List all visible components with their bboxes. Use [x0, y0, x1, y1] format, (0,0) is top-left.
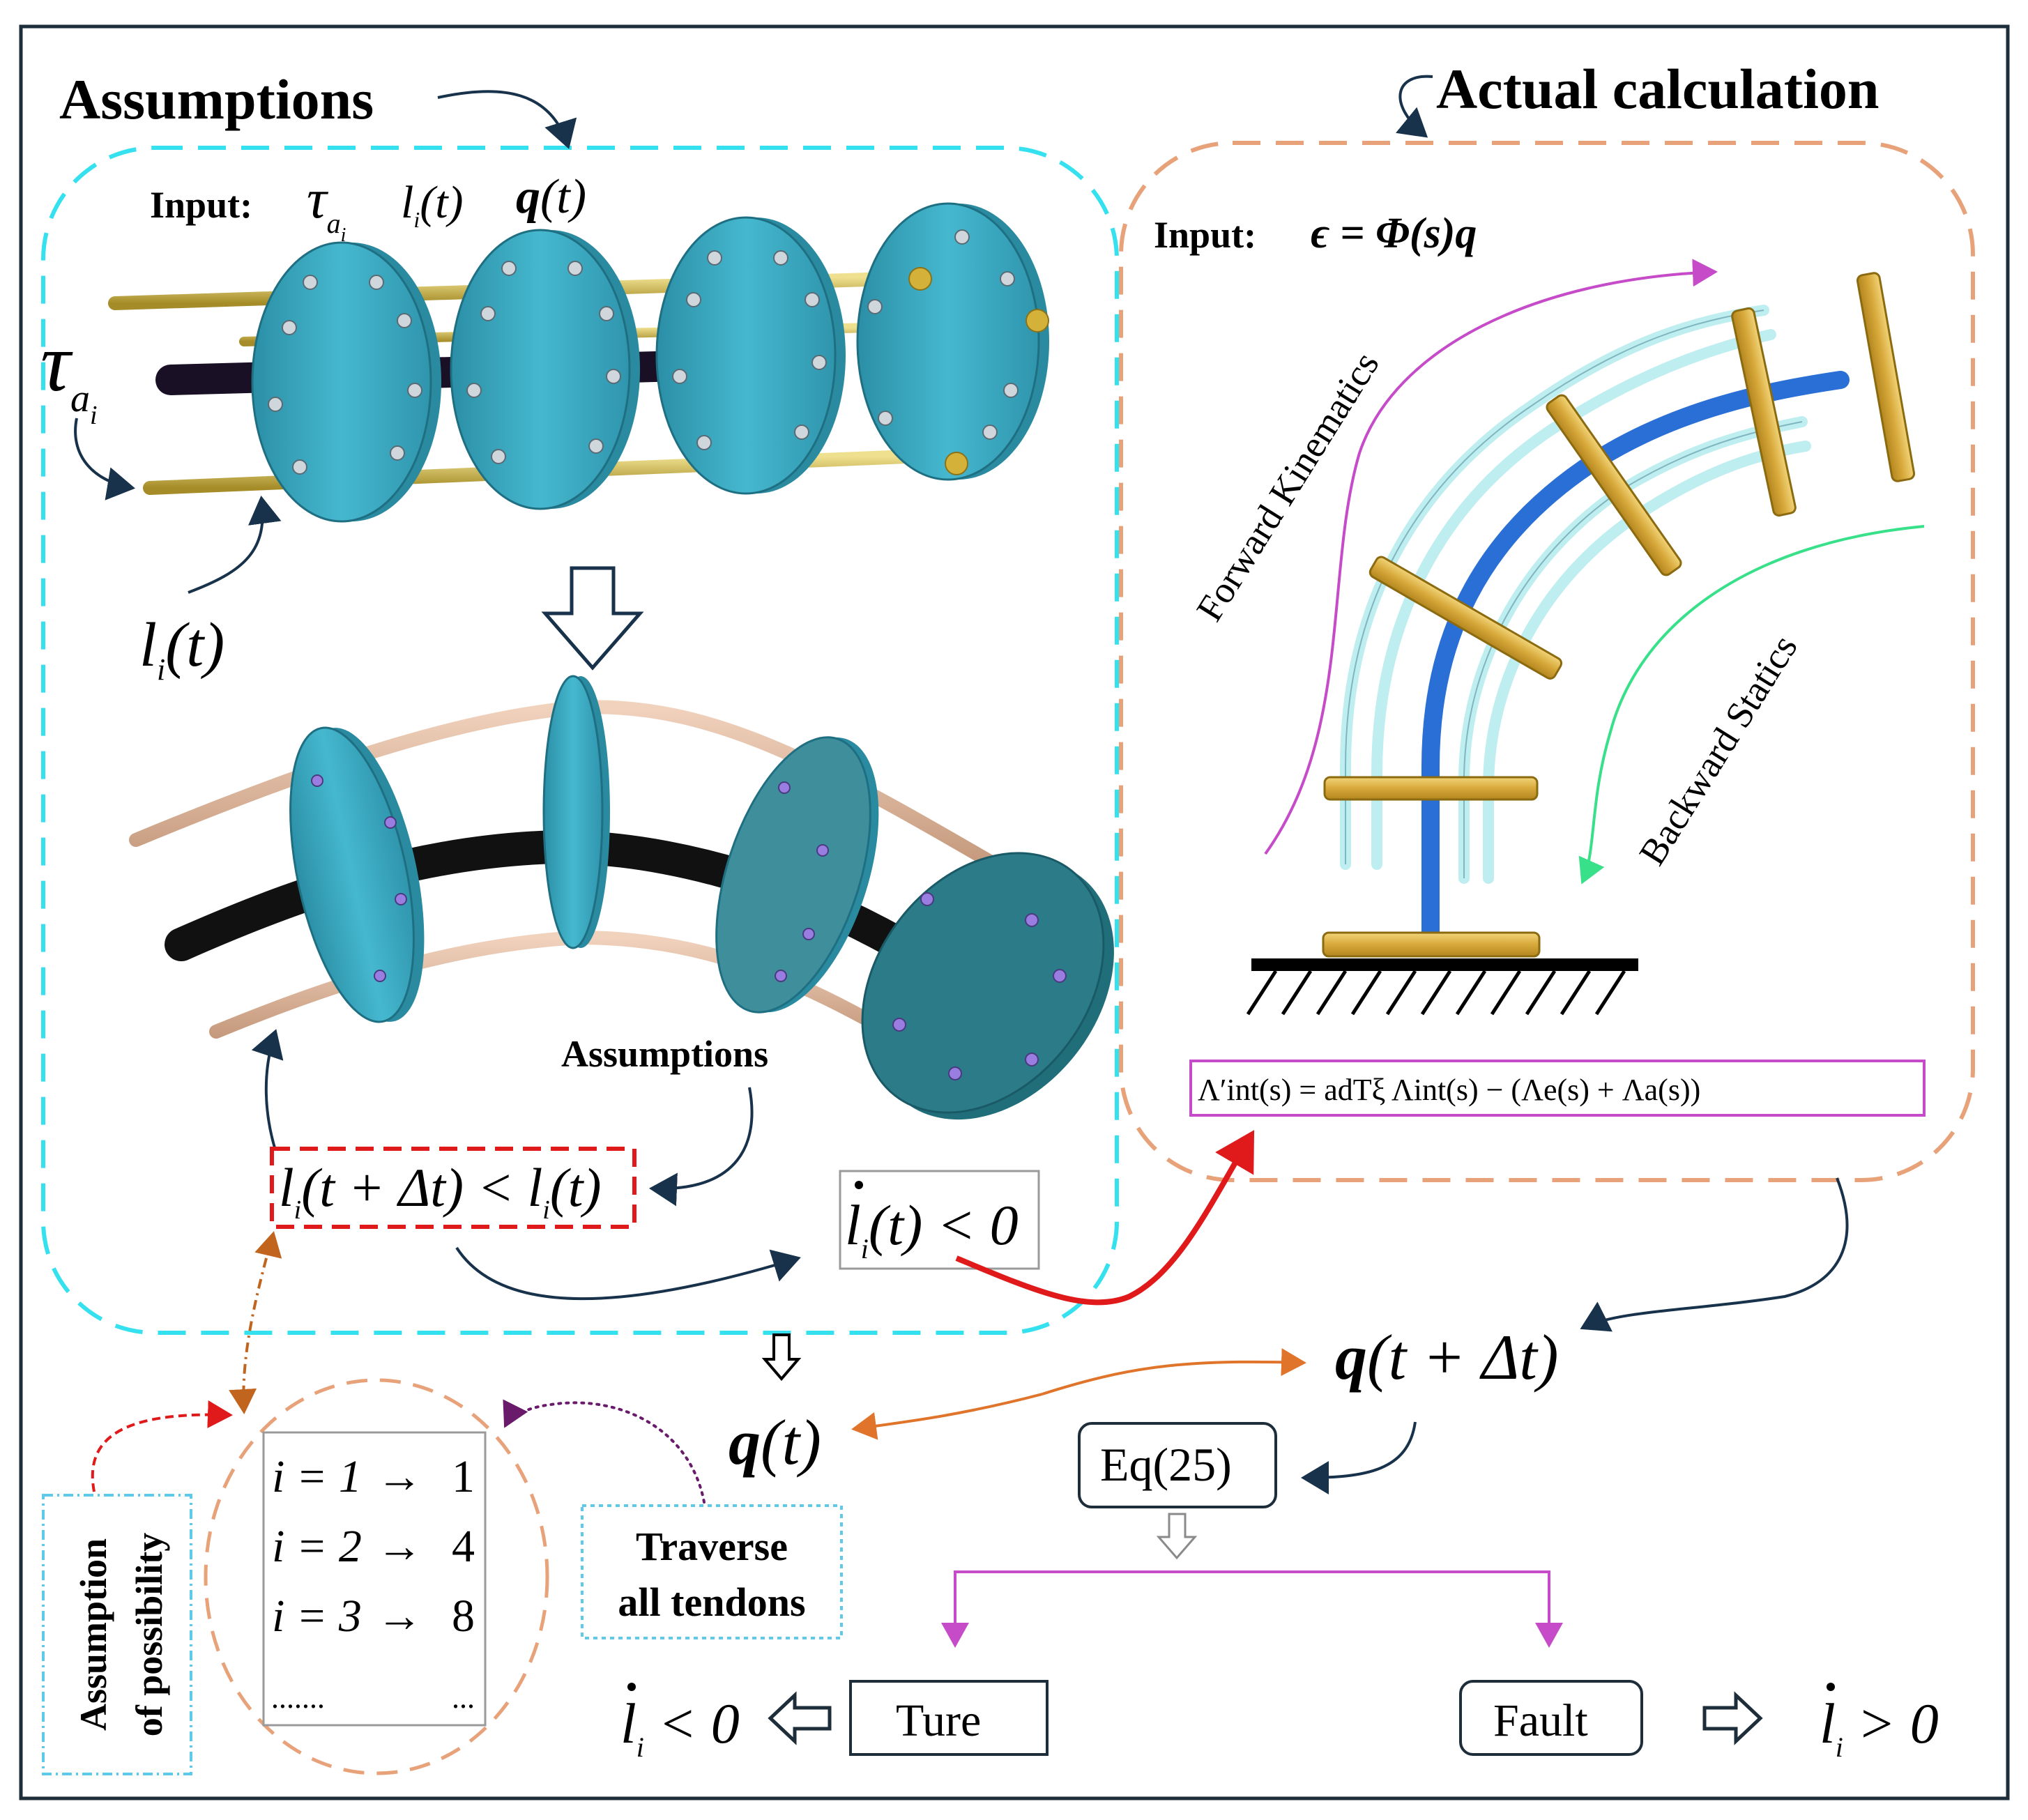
disk-4: [856, 202, 1049, 481]
gold-disk-2: [1368, 556, 1563, 680]
eq25-hollow-arrow: [1156, 1513, 1198, 1560]
continuum-robot: [1246, 272, 1916, 1016]
branch-bar: [954, 1570, 1550, 1624]
qt-qtdt-double-arrow-left: [851, 1393, 1043, 1440]
list-row-rhs: ...: [452, 1681, 475, 1715]
bent-disk-4: [861, 852, 1114, 1120]
possibility-ellipse: [204, 1378, 549, 1775]
l-side-label: li(t): [139, 611, 224, 687]
qtdt-to-eq25-arrow: [1301, 1421, 1417, 1494]
assumption-possibility-line1: Assumption: [73, 1538, 114, 1731]
gold-disk-3: [1546, 394, 1682, 576]
list-box: [262, 1431, 487, 1727]
assumptions-mid-arrow: [649, 1087, 754, 1207]
input-left-tau: τai: [307, 169, 346, 246]
tau-side-label: τai: [40, 316, 98, 430]
input-right-prefix: Input:: [1154, 214, 1256, 256]
forward-kinematics-label: Forward Kinematics: [1188, 344, 1387, 628]
forward-kinematics-arrow: [1264, 259, 1718, 855]
list-row-lhs: .......: [272, 1681, 326, 1715]
eq25-box: [1078, 1422, 1277, 1508]
list-row-lhs: i = 3: [272, 1591, 362, 1642]
condition-text: li(t + Δt) < li(t): [279, 1157, 601, 1225]
ldot-to-equation-arrow: [955, 1130, 1255, 1306]
cond-to-robot-arrow: [251, 1029, 284, 1151]
fault-hollow-right-arrow: [1702, 1691, 1763, 1745]
ldot-negative: li< 0: [620, 1692, 740, 1763]
input-left-prefix: Input:: [150, 184, 252, 226]
gold-disk-1: [1323, 776, 1539, 801]
actual-to-qtdt-arrow: [1580, 1177, 1849, 1332]
list-row-arrow: →: [376, 1521, 422, 1572]
eq25-text: Eq(25): [1100, 1438, 1232, 1491]
bent-disk-3: [715, 736, 879, 1014]
assumptions-title-arrow: [437, 90, 577, 149]
fault-text: Fault: [1493, 1695, 1588, 1746]
bent-disk-1: [289, 726, 425, 1023]
hollow-down-arrow: [541, 566, 644, 671]
q-t-label: q(t): [729, 1407, 821, 1478]
condition-brown-arrow-up: [254, 1231, 282, 1259]
traverse-purple-arrow: [503, 1399, 706, 1504]
q-tdt-label: q(t + Δt): [1335, 1322, 1558, 1393]
input-right-formula: ϵ = Φ(s)q: [1311, 210, 1477, 257]
pale-rod-4: [1483, 441, 1811, 884]
l-side-arrow: [188, 496, 282, 594]
ture-hollow-left-arrow: [768, 1691, 832, 1745]
bent-disk-2: [542, 675, 610, 949]
gold-disk-5: [1856, 272, 1916, 482]
assumption-possibility-line2: of possibility: [128, 1533, 170, 1737]
ldot-dot: [855, 1181, 863, 1189]
input-left-q: q(t): [516, 170, 586, 224]
disk-1: [251, 241, 441, 523]
equation-text: Λ′int(s) = adTξ Λint(s) − (Λe(s) + Λa(s)…: [1198, 1073, 1700, 1107]
bent-robot: [129, 675, 1114, 1120]
ldot-positive: li> 0: [1820, 1692, 1939, 1763]
actual-calculation-title: Actual calculation: [1436, 57, 1879, 121]
condition-box: [270, 1147, 636, 1229]
ture-text: Ture: [896, 1695, 981, 1746]
cond-to-ldot-arrow: [455, 1246, 801, 1301]
gold-disk-4: [1731, 307, 1797, 517]
list-row-arrow: →: [376, 1451, 422, 1502]
backward-statics-arrow: [1578, 525, 1925, 885]
traverse-line2: all tendons: [618, 1580, 805, 1625]
equation-box: [1189, 1060, 1926, 1117]
ldot-neg-dot: [627, 1683, 636, 1691]
tau-side-arrow: [74, 418, 135, 500]
list-row-lhs: i = 2: [272, 1521, 362, 1572]
input-left-l: li(t): [401, 177, 464, 232]
actual-calculation-region: [1119, 141, 1975, 1182]
assumptions-mid-label: Assumptions: [561, 1033, 768, 1075]
list-row-rhs: 1: [452, 1451, 475, 1502]
qt-qtdt-double-arrow: [1042, 1348, 1306, 1395]
actual-title-arrow: [1395, 75, 1433, 138]
list-row-rhs: 4: [452, 1521, 475, 1572]
straight-robot: [108, 202, 1049, 523]
assumptions-title: Assumptions: [59, 68, 374, 131]
traverse-line1: Traverse: [636, 1524, 788, 1569]
ldot-box: [839, 1170, 1040, 1270]
gold-disk-base-plate: [1322, 931, 1541, 958]
ground-hatch: [1246, 970, 1626, 1016]
assumption-possibility-box: [42, 1494, 192, 1775]
condition-brown-arrow: [229, 1237, 273, 1414]
ture-box: [849, 1680, 1049, 1756]
ldot-pos-dot: [1827, 1683, 1835, 1691]
list-row-lhs: i = 1: [272, 1451, 362, 1502]
list-row-rhs: 8: [452, 1591, 475, 1642]
ground-bar: [1251, 958, 1638, 971]
outer-frame: [19, 24, 2010, 1800]
pale-rod-2: [1371, 329, 1776, 870]
backward-statics-label: Backward Statics: [1631, 627, 1805, 872]
possibility-red-arrow: [91, 1400, 233, 1492]
traverse-box: [581, 1504, 843, 1639]
list-row-arrow: →: [376, 1591, 422, 1642]
list-rows: i = 1 → 1 i = 2 → 4 i = 3 → 8..........: [272, 1451, 475, 1715]
ldot-text: li(t) < 0: [845, 1193, 1019, 1264]
small-hollow-down-arrow: [761, 1333, 802, 1382]
fault-box: [1459, 1680, 1643, 1756]
disk-3: [655, 216, 846, 495]
